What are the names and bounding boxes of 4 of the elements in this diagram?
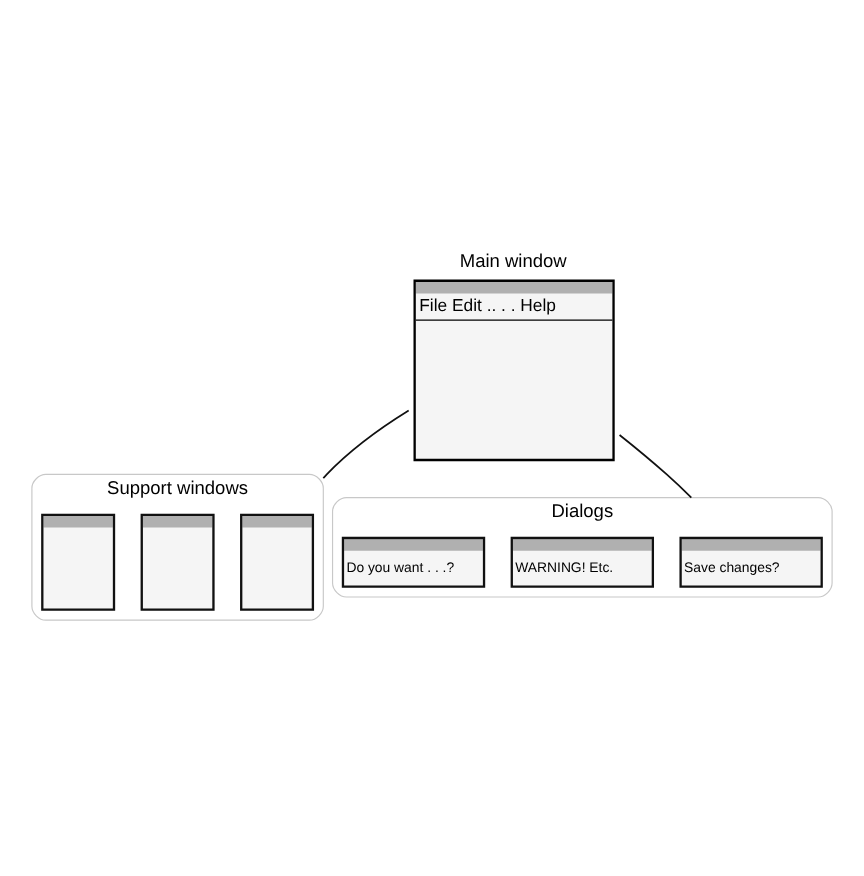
connector: [618, 434, 693, 499]
connector: [322, 409, 410, 480]
node-label: Main window: [459, 250, 567, 271]
cluster: Support windows: [31, 473, 324, 621]
